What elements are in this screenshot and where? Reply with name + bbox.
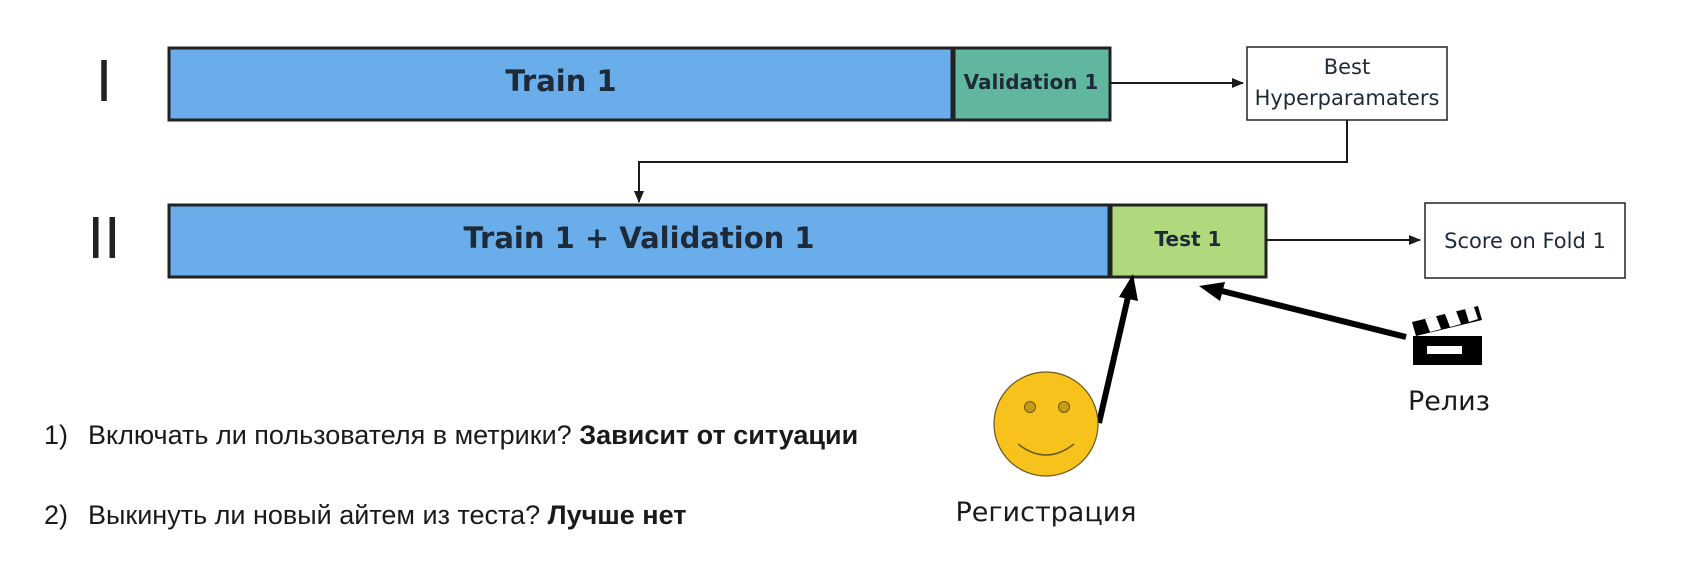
score-on-fold-box (1424, 202, 1626, 279)
validation-1-bar (951, 46, 1112, 122)
question-1-answer: Зависит от ситуации (579, 420, 859, 450)
train-1-label: Train 1 (505, 64, 616, 98)
question-1-number: 1) (44, 420, 69, 450)
smiley-face-icon (993, 371, 1099, 477)
test-1-label: Test 1 (1155, 227, 1222, 251)
question-2-number: 2) (44, 500, 69, 530)
question-1-text: Включать ли пользователя в метрики? (88, 420, 580, 450)
train-1-bar (167, 46, 955, 122)
validation-1-label: Validation 1 (964, 70, 1099, 94)
train-validation-label: Train 1 + Validation 1 (463, 221, 814, 255)
clapperboard-icon (1412, 306, 1482, 365)
arrow-to-train-validation (634, 120, 1348, 203)
release-label: Релиз (1408, 386, 1490, 417)
question-2-answer: Лучше нет (547, 500, 687, 530)
question-2-text: Выкинуть ли новый айтем из теста? (88, 500, 548, 530)
registration-arrowhead (1119, 274, 1138, 301)
best-hyperparameters-line1: Best (1324, 55, 1371, 79)
question-2: 2) Выкинуть ли новый айтем из теста? Лучш… (44, 500, 687, 531)
question-1: 1) Включать ли пользователя в метрики? За… (44, 420, 858, 451)
registration-arrow (1096, 296, 1131, 424)
best-hyperparameters-line2: Hyperparamaters (1255, 86, 1440, 110)
best-hyperparameters-box (1246, 46, 1448, 121)
release-arrow (1221, 288, 1407, 340)
train-validation-bar (167, 203, 1112, 279)
registration-label: Регистрация (955, 497, 1136, 528)
score-on-fold-label: Score on Fold 1 (1444, 229, 1606, 253)
row-1-label: I (96, 50, 113, 115)
release-arrowhead (1199, 282, 1225, 301)
row-2-label: II (87, 207, 120, 272)
